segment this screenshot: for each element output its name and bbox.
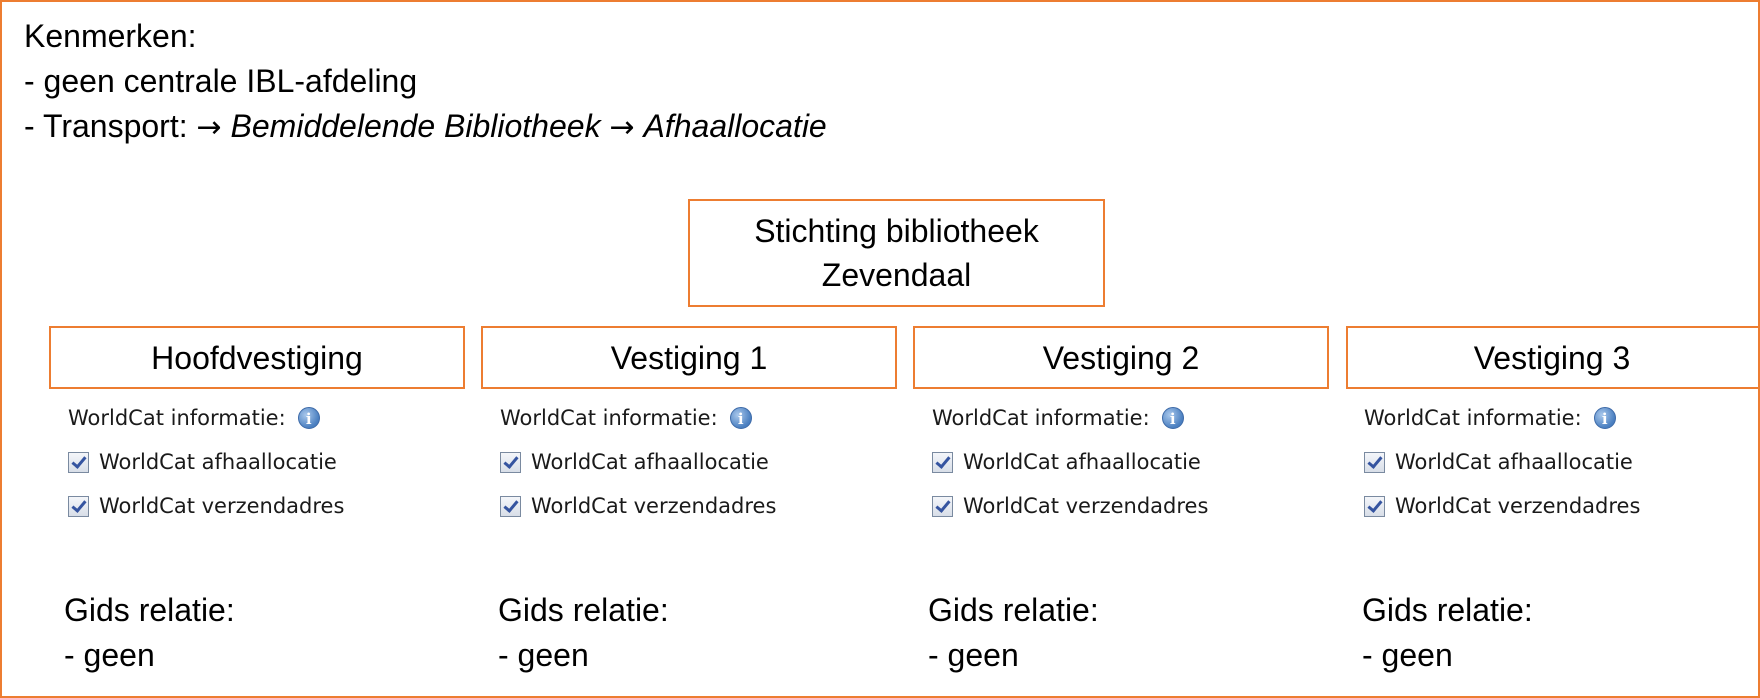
worldcat-panel: WorldCat informatie: i WorldCat afhaallo…: [932, 396, 1208, 528]
checkbox-checked-icon[interactable]: [500, 495, 521, 517]
branch-name: Hoofdvestiging: [151, 339, 363, 376]
worldcat-shipping-option[interactable]: WorldCat verzendadres: [932, 484, 1208, 528]
worldcat-pickup-label: WorldCat afhaallocatie: [99, 450, 337, 474]
guide-relation: Gids relatie: - geen: [64, 588, 235, 678]
organization-name-line2: Zevendaal: [821, 257, 972, 293]
guide-relation: Gids relatie: - geen: [928, 588, 1099, 678]
worldcat-panel: WorldCat informatie: i WorldCat afhaallo…: [1364, 396, 1640, 528]
guide-relation-label: Gids relatie:: [1362, 592, 1533, 628]
branch-box-hoofdvestiging: Hoofdvestiging: [49, 326, 465, 389]
worldcat-shipping-option[interactable]: WorldCat verzendadres: [68, 484, 344, 528]
worldcat-shipping-label: WorldCat verzendadres: [1395, 494, 1641, 518]
arrow-right-icon: →: [609, 110, 635, 145]
worldcat-info-row: WorldCat informatie: i: [932, 396, 1208, 440]
guide-relation-value: - geen: [928, 637, 1019, 673]
info-icon[interactable]: i: [297, 407, 320, 429]
worldcat-pickup-option[interactable]: WorldCat afhaallocatie: [500, 440, 776, 484]
checkbox-checked-icon[interactable]: [932, 495, 953, 517]
worldcat-shipping-label: WorldCat verzendadres: [531, 494, 777, 518]
worldcat-panel: WorldCat informatie: i WorldCat afhaallo…: [500, 396, 776, 528]
branch-name: Vestiging 1: [610, 339, 768, 376]
checkbox-checked-icon[interactable]: [1364, 495, 1385, 517]
checkbox-checked-icon[interactable]: [932, 451, 953, 473]
branch-box-vestiging-2: Vestiging 2: [913, 326, 1329, 389]
worldcat-info-row: WorldCat informatie: i: [1364, 396, 1640, 440]
worldcat-shipping-label: WorldCat verzendadres: [99, 494, 345, 518]
worldcat-pickup-option[interactable]: WorldCat afhaallocatie: [1364, 440, 1640, 484]
checkbox-checked-icon[interactable]: [1364, 451, 1385, 473]
guide-relation-value: - geen: [64, 637, 155, 673]
branch-name: Vestiging 2: [1042, 339, 1200, 376]
feature-transport: - Transport: → Bemiddelende Bibliotheek …: [24, 104, 827, 150]
checkbox-checked-icon[interactable]: [500, 451, 521, 473]
feature-no-central-ibl: - geen centrale IBL-afdeling: [24, 63, 418, 99]
guide-relation-value: - geen: [498, 637, 589, 673]
branch-name: Vestiging 3: [1473, 339, 1631, 376]
worldcat-info-label: WorldCat informatie:: [68, 406, 286, 430]
branch-box-vestiging-1: Vestiging 1: [481, 326, 897, 389]
features-title: Kenmerken:: [24, 18, 197, 54]
worldcat-pickup-option[interactable]: WorldCat afhaallocatie: [932, 440, 1208, 484]
arrow-right-icon: →: [196, 110, 222, 145]
organization-box: Stichting bibliotheek Zevendaal: [688, 199, 1105, 307]
guide-relation-label: Gids relatie:: [928, 592, 1099, 628]
worldcat-shipping-label: WorldCat verzendadres: [963, 494, 1209, 518]
checkbox-checked-icon[interactable]: [68, 451, 89, 473]
worldcat-info-row: WorldCat informatie: i: [68, 396, 344, 440]
worldcat-shipping-option[interactable]: WorldCat verzendadres: [500, 484, 776, 528]
guide-relation-label: Gids relatie:: [498, 592, 669, 628]
worldcat-pickup-option[interactable]: WorldCat afhaallocatie: [68, 440, 344, 484]
worldcat-info-label: WorldCat informatie:: [1364, 406, 1582, 430]
guide-relation-value: - geen: [1362, 637, 1453, 673]
transport-prefix: - Transport:: [24, 108, 197, 144]
transport-intermediary-library: Bemiddelende Bibliotheek: [230, 108, 601, 144]
worldcat-shipping-option[interactable]: WorldCat verzendadres: [1364, 484, 1640, 528]
guide-relation: Gids relatie: - geen: [1362, 588, 1533, 678]
info-icon[interactable]: i: [729, 407, 752, 429]
worldcat-info-label: WorldCat informatie:: [932, 406, 1150, 430]
worldcat-pickup-label: WorldCat afhaallocatie: [531, 450, 769, 474]
worldcat-panel: WorldCat informatie: i WorldCat afhaallo…: [68, 396, 344, 528]
worldcat-pickup-label: WorldCat afhaallocatie: [1395, 450, 1633, 474]
transport-pickup-location: Afhaallocatie: [643, 108, 827, 144]
info-icon[interactable]: i: [1161, 407, 1184, 429]
organization-name-line1: Stichting bibliotheek: [754, 213, 1039, 249]
worldcat-info-row: WorldCat informatie: i: [500, 396, 776, 440]
worldcat-pickup-label: WorldCat afhaallocatie: [963, 450, 1201, 474]
info-icon[interactable]: i: [1593, 407, 1616, 429]
worldcat-info-label: WorldCat informatie:: [500, 406, 718, 430]
branch-box-vestiging-3: Vestiging 3: [1346, 326, 1758, 389]
checkbox-checked-icon[interactable]: [68, 495, 89, 517]
guide-relation-label: Gids relatie:: [64, 592, 235, 628]
features-header: Kenmerken: - geen centrale IBL-afdeling …: [24, 14, 827, 150]
guide-relation: Gids relatie: - geen: [498, 588, 669, 678]
